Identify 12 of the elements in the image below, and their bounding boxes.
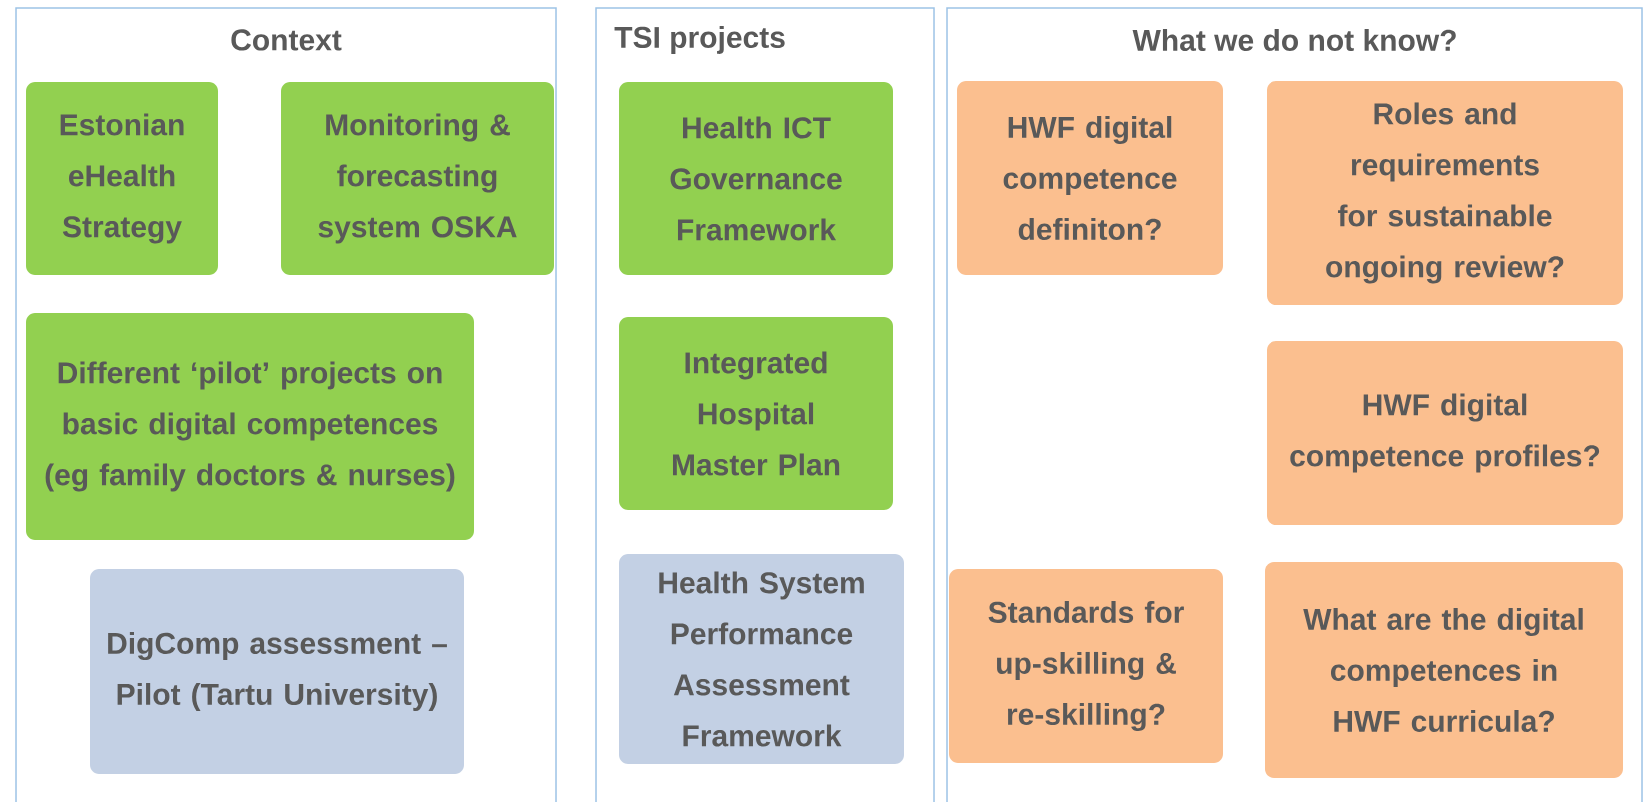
text-box: Different ‘pilot’ projects on basic digital competences (eg family doctors & nurses): [26, 313, 474, 540]
text-box: What are the digital competences in HWF curricula?: [1265, 562, 1623, 778]
text-box: HWF digital competence profiles?: [1267, 341, 1623, 525]
text-box: DigComp assessment – Pilot (Tartu University): [90, 569, 464, 774]
text-box: Health System Performance Assessment Framework: [619, 554, 904, 764]
text-box: HWF digital competence definiton?: [957, 81, 1223, 275]
text-box: Health ICT Governance Framework: [619, 82, 893, 275]
text-box: Standards for up-skilling & re-skilling?: [949, 569, 1223, 763]
text-box: Integrated Hospital Master Plan: [619, 317, 893, 510]
text-box: Monitoring & forecasting system OSKA: [281, 82, 554, 275]
text-box: Estonian eHealth Strategy: [26, 82, 218, 275]
text-box: Roles and requirements for sustainable ongoing review?: [1267, 81, 1623, 305]
